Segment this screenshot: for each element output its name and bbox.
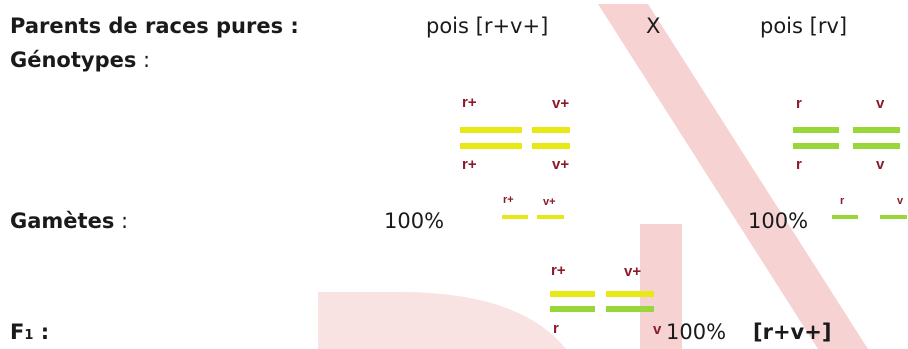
chromosome-bar bbox=[853, 143, 900, 149]
allele-label: v bbox=[897, 195, 904, 207]
allele-label: r+ bbox=[462, 156, 477, 173]
f1-label: F1 : bbox=[10, 320, 49, 348]
chromosome-bar bbox=[550, 291, 595, 297]
cross-symbol: X bbox=[646, 14, 661, 38]
allele-label: r bbox=[840, 195, 845, 207]
gametes-label-bold: Gamètes bbox=[10, 209, 115, 233]
allele-label: v bbox=[876, 95, 885, 112]
chromosome-bar bbox=[460, 143, 522, 149]
chromosome-bar bbox=[550, 306, 595, 312]
f1-label-subscript: 1 bbox=[24, 328, 34, 343]
genotypes-label-colon: : bbox=[136, 48, 151, 72]
allele-label: r bbox=[796, 95, 802, 112]
genotypes-label-bold: Génotypes bbox=[10, 48, 137, 72]
allele-label: r bbox=[553, 320, 559, 337]
chromosome-bar bbox=[502, 215, 528, 219]
gamete1-percent: 100% bbox=[384, 209, 445, 233]
chromosome-bar bbox=[853, 127, 900, 133]
gametes-label: Gamètes : bbox=[10, 209, 128, 233]
allele-label: r+ bbox=[462, 94, 477, 111]
chromosome-bar bbox=[537, 215, 564, 219]
chromosome-bar bbox=[880, 215, 907, 219]
f1-phenotype: [r+v+] bbox=[753, 320, 832, 344]
chromosome-bar bbox=[606, 306, 654, 312]
f1-percent: 100% bbox=[666, 320, 727, 344]
allele-label: v+ bbox=[543, 196, 556, 208]
allele-label: r bbox=[796, 156, 802, 173]
allele-label: r+ bbox=[551, 262, 566, 279]
gametes-label-colon: : bbox=[114, 209, 129, 233]
parent2-phenotype: pois [rv] bbox=[760, 14, 848, 38]
chromosome-bar bbox=[606, 291, 654, 297]
genotypes-label: Génotypes : bbox=[10, 48, 150, 72]
allele-label: v+ bbox=[624, 263, 642, 280]
parents-label: Parents de races pures : bbox=[10, 14, 299, 38]
allele-label: v bbox=[653, 321, 662, 338]
allele-label: v bbox=[876, 156, 885, 173]
allele-label: v+ bbox=[552, 95, 570, 112]
allele-label: v+ bbox=[552, 156, 570, 173]
chromosome-bar bbox=[832, 215, 858, 219]
allele-label: r+ bbox=[503, 194, 514, 206]
gamete2-percent: 100% bbox=[748, 209, 809, 233]
f1-label-main: F bbox=[10, 320, 25, 344]
f1-label-colon: : bbox=[33, 320, 50, 344]
chromosome-bar bbox=[532, 127, 570, 133]
chromosome-bar bbox=[460, 127, 522, 133]
chromosome-bar bbox=[793, 143, 839, 149]
parent1-phenotype: pois [r+v+] bbox=[426, 14, 549, 38]
chromosome-bar bbox=[793, 127, 839, 133]
chromosome-bar bbox=[532, 143, 570, 149]
